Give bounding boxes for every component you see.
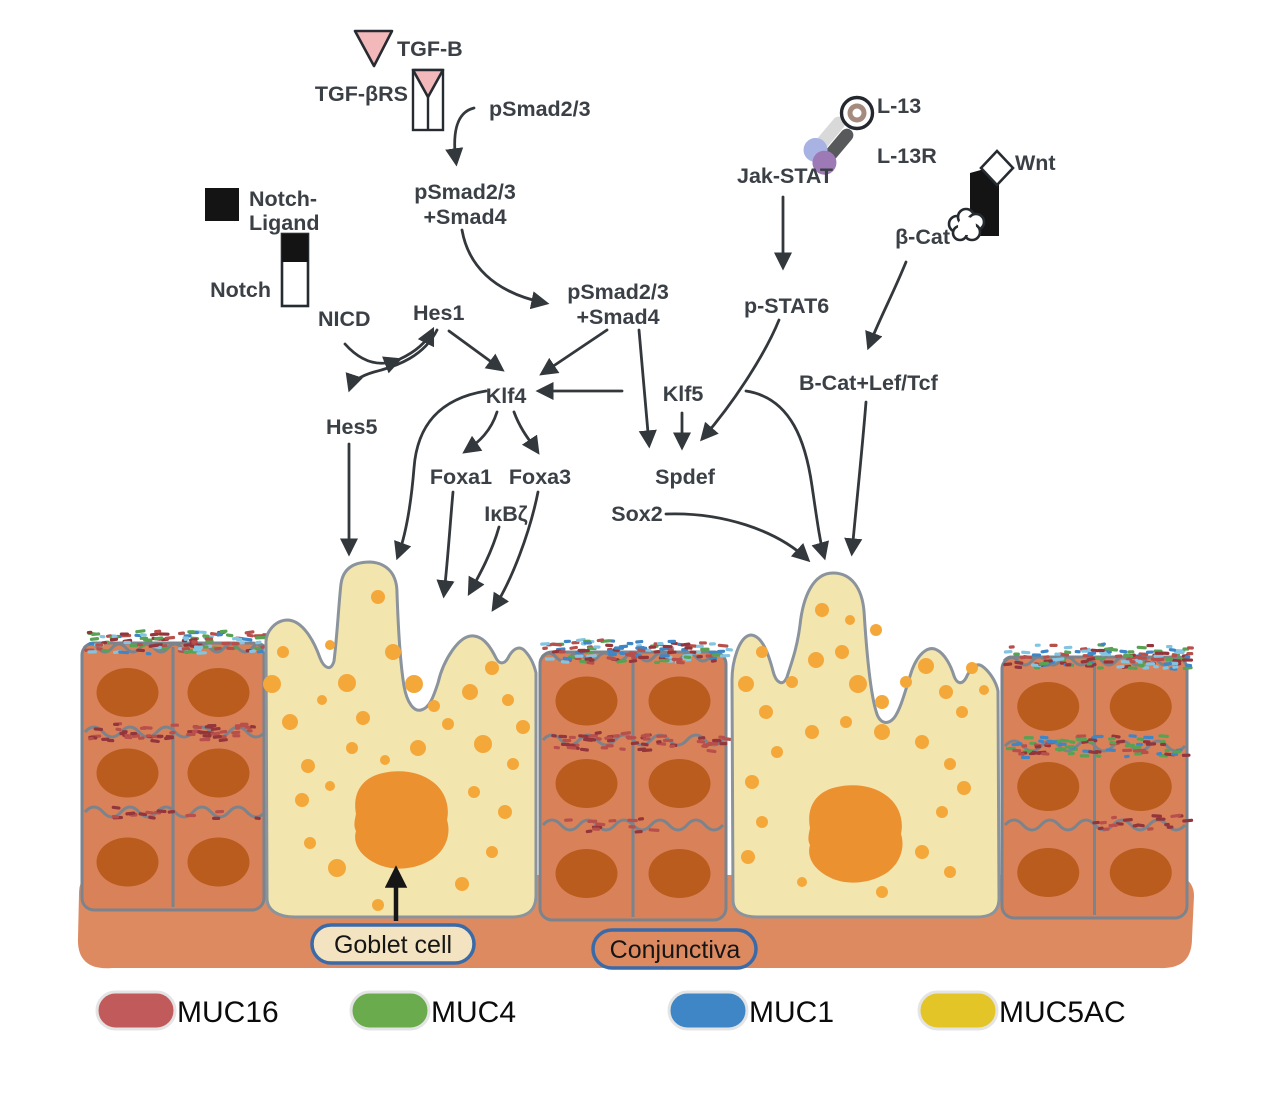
label-jak-stat: Jak-STAT — [737, 164, 833, 188]
mucin-dashes — [84, 629, 1194, 834]
label-hes1: Hes1 — [413, 301, 464, 325]
arrow-psmad-to-complex — [445, 106, 476, 167]
label-p-stat6: p-STAT6 — [744, 294, 829, 318]
arrow-nicd-mid — [343, 342, 403, 374]
muc1-swatch — [667, 990, 749, 1031]
label-foxa3: Foxa3 — [509, 465, 571, 489]
label-l13: L-13 — [877, 94, 921, 118]
goblet-2-nucleus — [808, 785, 903, 883]
arrow-pstat6-to-spdef — [700, 318, 781, 442]
epithelium-blocks — [80, 641, 1189, 922]
goblet-1-nucleus — [354, 771, 449, 869]
conjunctiva-pill-shape — [591, 928, 758, 970]
arrow-to-hes5 — [345, 328, 439, 393]
label-klf5: Klf5 — [663, 382, 704, 406]
mucin-legend: MUC16 MUC4 MUC1 MUC5AC — [95, 990, 1126, 1031]
muc16-label: MUC16 — [177, 996, 279, 1029]
label-l13r: L-13R — [877, 144, 937, 168]
label-beta-cat: β-Cat — [895, 225, 950, 249]
conjunctiva-label: Conjunctiva — [610, 936, 741, 964]
arrow-complex-translocation — [460, 228, 550, 310]
legend-item-muc1: MUC1 — [667, 990, 834, 1031]
tgfb-ligand-icon — [353, 29, 394, 68]
legend-item-muc16: MUC16 — [95, 990, 279, 1031]
label-notch-ligand-line1: Notch- — [249, 187, 317, 211]
label-foxa1: Foxa1 — [430, 465, 492, 489]
label-psmad-complex-1-line1: pSmad2/3 — [414, 180, 516, 204]
muc5ac-label: MUC5AC — [999, 996, 1126, 1029]
beta-catenin-cloud-icon — [947, 207, 986, 242]
muc1-label: MUC1 — [749, 996, 834, 1029]
goblet-cell-pill: Goblet cell — [310, 923, 476, 965]
legend-item-muc5ac: MUC5AC — [917, 990, 1126, 1031]
arrow-ikbzeta-to-goblet — [467, 525, 501, 596]
arrow-foxa1-to-goblet — [436, 490, 455, 599]
tgfb-receptor-icon — [411, 68, 445, 132]
arrow-hes1-to-klf4 — [447, 329, 505, 372]
label-klf4: Klf4 — [486, 384, 527, 408]
notch-ligand-icon — [205, 188, 239, 221]
arrow-smad-to-spdef — [637, 328, 657, 449]
wnt-receptor-icon — [947, 149, 1015, 242]
label-tgfbrs: TGF-βRS — [315, 82, 408, 106]
pathway-icons — [205, 29, 1015, 308]
muc4-label: MUC4 — [431, 996, 516, 1029]
label-spdef: Spdef — [655, 465, 716, 489]
label-tgfb: TGF-B — [397, 37, 463, 61]
arrow-foxa3-to-goblet — [491, 490, 540, 612]
goblet-cell-label: Goblet cell — [334, 931, 452, 959]
label-notch-ligand-line2: Ligand — [249, 211, 319, 235]
label-nicd: NICD — [318, 307, 371, 331]
arrow-klf4-to-goblet — [394, 389, 488, 561]
arrow-bcat-to-lef — [865, 260, 908, 351]
goblet-2-granules — [738, 603, 989, 898]
notch-receptor-icon — [280, 232, 310, 308]
label-psmad23: pSmad2/3 — [489, 97, 591, 121]
il13-receptor-icon — [803, 95, 875, 175]
label-sox2: Sox2 — [611, 502, 662, 526]
pathway-arrows — [339, 106, 908, 612]
label-notch: Notch — [210, 278, 271, 302]
muc4-swatch — [349, 990, 431, 1031]
label-hes5: Hes5 — [326, 415, 377, 439]
label-psmad-complex-2-line1: pSmad2/3 — [567, 280, 669, 304]
goblet-1-granules — [263, 590, 530, 911]
arrow-nicd-to-hes1 — [398, 326, 435, 361]
label-wnt: Wnt — [1015, 151, 1056, 175]
goblet-cell-pill-shape — [310, 923, 476, 965]
label-psmad-complex-2-line2: +Smad4 — [576, 305, 659, 329]
muc16-swatch — [95, 990, 177, 1031]
arrow-sox2-to-goblet2 — [664, 512, 811, 563]
pathway-labels: TGF-B TGF-βRS pSmad2/3 pSmad2/3 +Smad4 p… — [210, 37, 1056, 526]
conjunctiva-pill: Conjunctiva — [591, 928, 758, 970]
arrow-klf5-to-goblet2 — [744, 389, 830, 561]
label-psmad-complex-1-line2: +Smad4 — [423, 205, 506, 229]
muc5ac-swatch — [917, 990, 999, 1031]
wnt-ligand-diamond-icon — [979, 149, 1015, 187]
label-bcat-lef-tcf: B-Cat+Lef/Tcf — [799, 371, 939, 395]
arrow-smad-to-klf4 — [539, 328, 609, 376]
arrow-klf4-to-foxa3 — [512, 410, 540, 455]
arrow-klf4-to-foxa1 — [462, 410, 499, 454]
goblet-cell-1 — [264, 560, 538, 919]
arrow-lef-to-goblet2 — [844, 400, 868, 557]
label-ikbzeta: IκBζ — [484, 502, 527, 526]
goblet-cell-2 — [730, 571, 1001, 919]
legend-item-muc4: MUC4 — [349, 990, 516, 1031]
